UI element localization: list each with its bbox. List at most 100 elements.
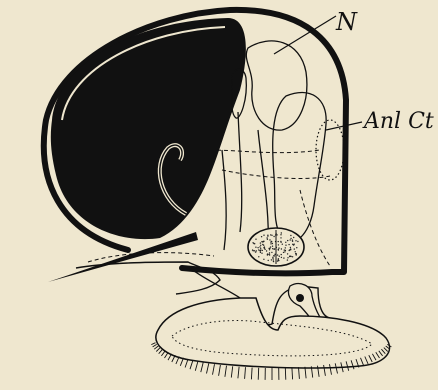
stipple-dot (294, 244, 295, 245)
stipple-dot (260, 252, 261, 253)
stipple-dot (266, 250, 267, 251)
stipple-dot (281, 257, 282, 258)
stipple-dot (277, 254, 278, 255)
stipple-dot (273, 255, 274, 256)
stipple-dot (267, 254, 268, 255)
stipple-dot (271, 259, 272, 260)
stipple-dot (273, 259, 274, 260)
stipple-dot (262, 250, 263, 251)
stipple-dot (263, 235, 264, 236)
stipple-dot (269, 252, 270, 253)
stipple-dot (285, 250, 286, 251)
stipple-dot (278, 249, 279, 250)
stipple-dot (292, 241, 293, 242)
stipple-dot (267, 235, 268, 236)
stipple-dot (255, 251, 256, 252)
stipple-dot (269, 248, 270, 249)
stipple-dot (278, 247, 279, 248)
stipple-dot (294, 248, 295, 249)
stipple-dot (281, 254, 282, 255)
stipple-dot (272, 246, 273, 247)
stipple-dot (295, 240, 296, 241)
stipple-dot (283, 252, 284, 253)
anal-cell-label: Anl Ct (362, 109, 434, 134)
stipple-dot (273, 249, 274, 250)
stipple-dot (285, 245, 286, 246)
stipple-dot (263, 245, 264, 246)
stipple-dot (272, 243, 273, 244)
stipple-dot (260, 245, 261, 246)
stipple-dot (260, 242, 261, 243)
stipple-dot (290, 238, 291, 239)
stipple-dot (272, 258, 273, 259)
stipple-dot (278, 258, 279, 259)
stipple-dot (278, 241, 279, 242)
stipple-dot (290, 248, 291, 249)
stipple-dot (281, 248, 282, 249)
stipple-dot (296, 247, 297, 248)
stipple-dot (260, 248, 261, 249)
stipple-dot (273, 261, 274, 262)
mouth-dot (296, 294, 304, 302)
stipple-dot (259, 246, 260, 247)
nucleus-label: N (335, 8, 358, 36)
stipple-dot (288, 244, 289, 245)
stipple-dot (258, 249, 259, 250)
stipple-dot (260, 249, 261, 250)
stipple-dot (263, 241, 264, 242)
stipple-dot (271, 241, 272, 242)
stipple-dot (255, 239, 256, 240)
stipple-dot (267, 239, 268, 240)
stipple-dot (280, 234, 281, 235)
stipple-dot (281, 232, 282, 233)
stipple-dot (280, 241, 281, 242)
stipple-dot (296, 254, 297, 255)
stipple-dot (257, 247, 258, 248)
stipple-dot (271, 252, 272, 253)
cilium (258, 368, 259, 380)
stipple-dot (295, 253, 296, 254)
stipple-dot (268, 260, 269, 261)
stipple-dot (297, 241, 298, 242)
stipple-dot (270, 234, 271, 235)
stipple-dot (261, 253, 262, 254)
stipple-dot (287, 240, 288, 241)
stipple-dot (252, 249, 253, 250)
stipple-dot (261, 236, 262, 237)
stipple-dot (292, 244, 293, 245)
stipple-dot (282, 244, 283, 245)
stipple-dot (252, 242, 253, 243)
stipple-dot (255, 247, 256, 248)
stipple-dot (290, 235, 291, 236)
stipple-dot (258, 256, 259, 257)
stipple-dot (266, 237, 267, 238)
stipple-dot (269, 249, 270, 250)
stipple-dot (287, 257, 288, 258)
stipple-dot (256, 250, 257, 251)
stipple-dot (273, 236, 274, 237)
stipple-dot (269, 239, 270, 240)
stipple-dot (293, 237, 294, 238)
stipple-dot (263, 247, 264, 248)
stipple-dot (270, 243, 271, 244)
stipple-dot (292, 239, 293, 240)
stipple-dot (287, 253, 288, 254)
stipple-dot (261, 241, 262, 242)
stipple-dot (277, 260, 278, 261)
stipple-dot (271, 235, 272, 236)
stipple-dot (276, 234, 277, 235)
stipple-dot (285, 242, 286, 243)
stipple-dot (254, 250, 255, 251)
stipple-dot (270, 246, 271, 247)
stipple-dot (287, 259, 288, 260)
stipple-dot (292, 256, 293, 257)
stipple-dot (268, 254, 269, 255)
stipple-dot (280, 237, 281, 238)
stipple-dot (290, 247, 291, 248)
stipple-dot (278, 244, 279, 245)
stipple-dot (285, 247, 286, 248)
stipple-dot (274, 254, 275, 255)
stipple-dot (263, 259, 264, 260)
stipple-dot (279, 256, 280, 257)
stipple-dot (272, 248, 273, 249)
